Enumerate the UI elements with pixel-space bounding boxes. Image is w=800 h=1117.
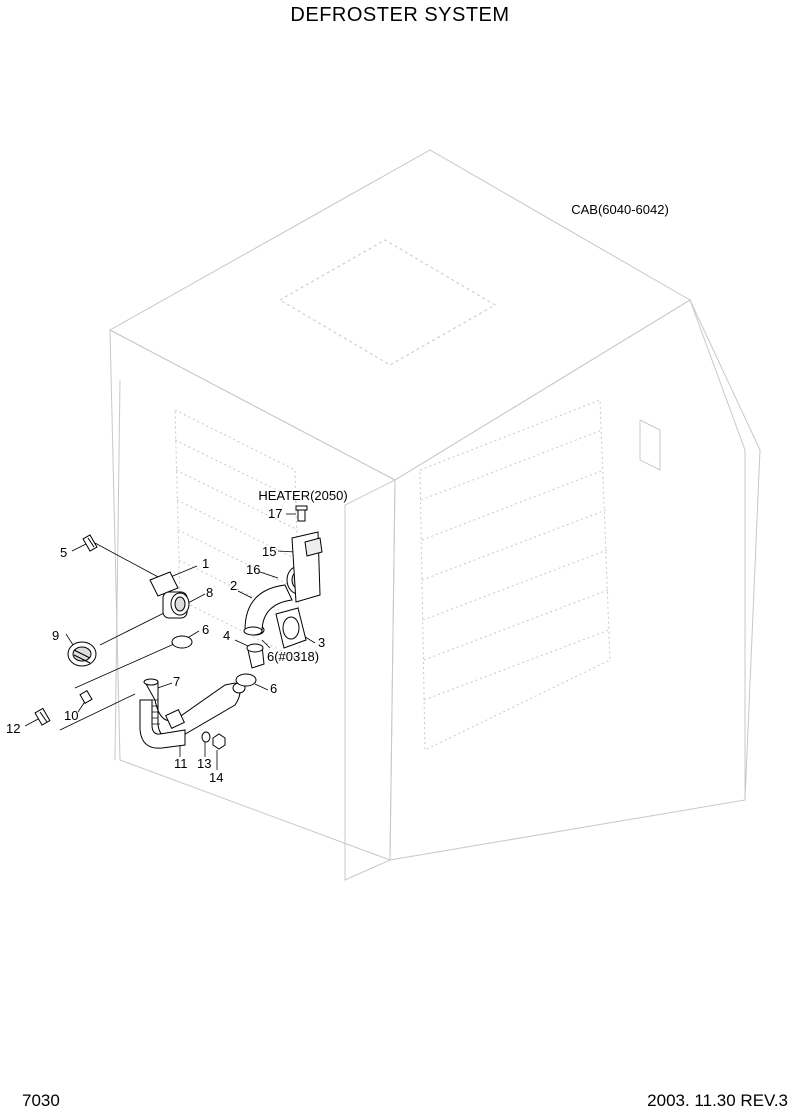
page-number: 7030: [22, 1091, 60, 1110]
adapter-4-icon: [246, 643, 265, 669]
callout-6a: 6: [202, 622, 209, 637]
cab-outline: [108, 149, 761, 881]
callout-6c: 6: [270, 681, 277, 696]
duct-hose-icon: [139, 678, 246, 749]
elbow-2-icon: [243, 584, 293, 636]
callout-2: 2: [230, 578, 237, 593]
callout-5: 5: [60, 545, 67, 560]
callout-12: 12: [6, 721, 20, 736]
heater-bracket-15-icon: [291, 531, 323, 603]
callout-7: 7: [173, 674, 180, 689]
page-title: DEFROSTER SYSTEM: [290, 4, 510, 26]
callout-17: 17: [268, 506, 282, 521]
screw-10-icon: [79, 689, 93, 705]
callout-16: 16: [246, 562, 260, 577]
washer-13-icon: [201, 731, 211, 743]
plate-1-icon: [149, 571, 179, 597]
callout-1: 1: [202, 556, 209, 571]
leader-lines: [24, 513, 316, 770]
callout-14: 14: [209, 770, 223, 785]
callout-labels: CAB(6040-6042) HEATER(2050) 1 2 3 4 5 6 …: [6, 202, 669, 785]
callout-11: 11: [174, 756, 188, 771]
screw-17-icon: [295, 505, 308, 522]
bolt-5-icon: [82, 534, 98, 552]
cab-reference-label: CAB(6040-6042): [571, 202, 669, 217]
callout-9: 9: [52, 628, 59, 643]
callout-10: 10: [64, 708, 78, 723]
nut-14-icon: [212, 733, 226, 750]
parts: [34, 505, 323, 750]
heater-reference-label: HEATER(2050): [258, 488, 347, 503]
callout-15: 15: [262, 544, 276, 559]
vent-housing-8-icon: [162, 591, 190, 619]
callout-3: 3: [318, 635, 325, 650]
bolt-12-icon: [34, 707, 51, 726]
callout-8: 8: [206, 585, 213, 600]
callout-6b: 6(#0318): [267, 649, 319, 664]
flange-3-icon: [275, 607, 307, 649]
date-revision: 2003. 11.30 REV.3: [647, 1091, 788, 1110]
clamp-6c-icon: [235, 673, 257, 687]
callout-4: 4: [223, 628, 230, 643]
clamp-6-icon: [171, 635, 193, 649]
louver-9-icon: [67, 641, 97, 667]
callout-13: 13: [197, 756, 211, 771]
